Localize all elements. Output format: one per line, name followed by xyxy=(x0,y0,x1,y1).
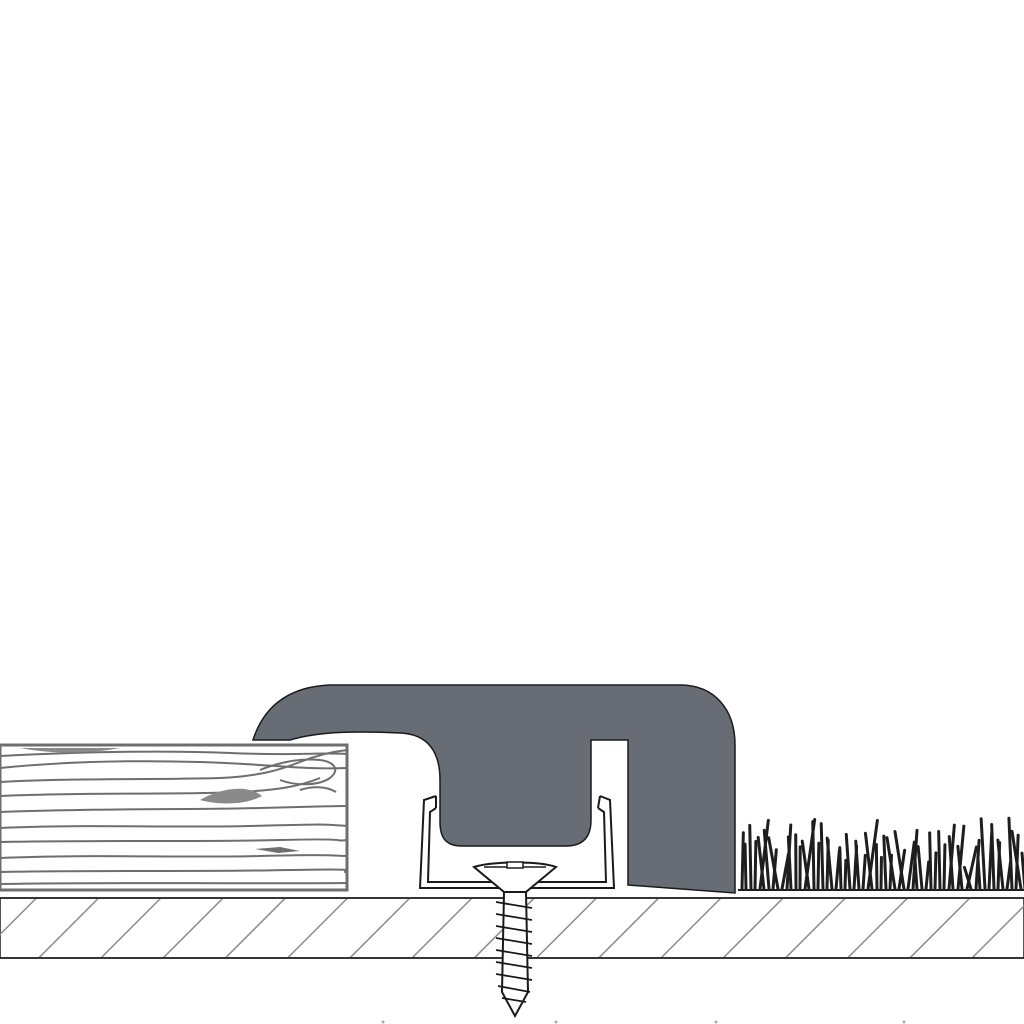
carpet-tuft xyxy=(912,846,919,891)
carpet-tuft xyxy=(863,831,874,891)
carpet-tuft xyxy=(816,841,821,891)
carpet-tuft xyxy=(976,855,982,891)
wood-grain xyxy=(0,749,347,885)
carpet-tuft xyxy=(811,820,816,891)
phillips-slot xyxy=(506,861,524,869)
carpet-tuft xyxy=(893,830,906,891)
carpet-tuft xyxy=(861,853,867,891)
carpet-tuft xyxy=(942,843,947,891)
carpet-tuft xyxy=(756,835,766,891)
carpet-tuft xyxy=(854,839,861,891)
carpet-tuft xyxy=(979,817,987,891)
carpet-tuft xyxy=(819,822,825,891)
carpet-tuft xyxy=(844,832,852,891)
carpet-tuft xyxy=(996,838,1005,891)
carpet-tuft xyxy=(956,844,964,891)
carpet-tuft xyxy=(1010,829,1023,891)
countersunk-screw xyxy=(471,861,558,1019)
carpet-tuft xyxy=(882,834,888,891)
carpet-tuft xyxy=(786,835,793,891)
carpet-tuft xyxy=(924,860,931,891)
carpet-tuft xyxy=(767,836,780,891)
carpet-tuft xyxy=(956,824,966,891)
carpet-tuft xyxy=(933,851,938,891)
carpet-tuft xyxy=(962,865,973,891)
screw-head xyxy=(471,861,558,893)
carpet-tuft xyxy=(874,843,879,891)
carpet-tuft xyxy=(838,846,843,891)
carpet-tuft xyxy=(740,831,745,891)
carpet-tuft xyxy=(753,839,758,891)
hardwood-plank xyxy=(0,743,349,892)
carpet-tuft xyxy=(843,858,848,891)
carpet-tuft xyxy=(743,842,748,891)
wood-knot xyxy=(200,788,262,804)
carpet-tuft xyxy=(1007,816,1014,891)
carpet-tuft xyxy=(800,839,811,891)
carpet-tuft xyxy=(916,845,924,891)
carpet-tuft xyxy=(885,836,897,891)
screw-threads xyxy=(495,901,533,1003)
carpet-tuft xyxy=(825,836,834,891)
carpet-tuft xyxy=(748,823,753,891)
carpet-tuft xyxy=(928,831,933,891)
carpet-tuft xyxy=(937,830,942,891)
carpet-tuft xyxy=(947,835,955,891)
edge-marks xyxy=(381,1020,906,1024)
carpet-tuft xyxy=(762,828,771,891)
carpet-tuft xyxy=(990,822,996,891)
transition-profile xyxy=(251,684,736,894)
carpet-pile xyxy=(740,816,1024,891)
